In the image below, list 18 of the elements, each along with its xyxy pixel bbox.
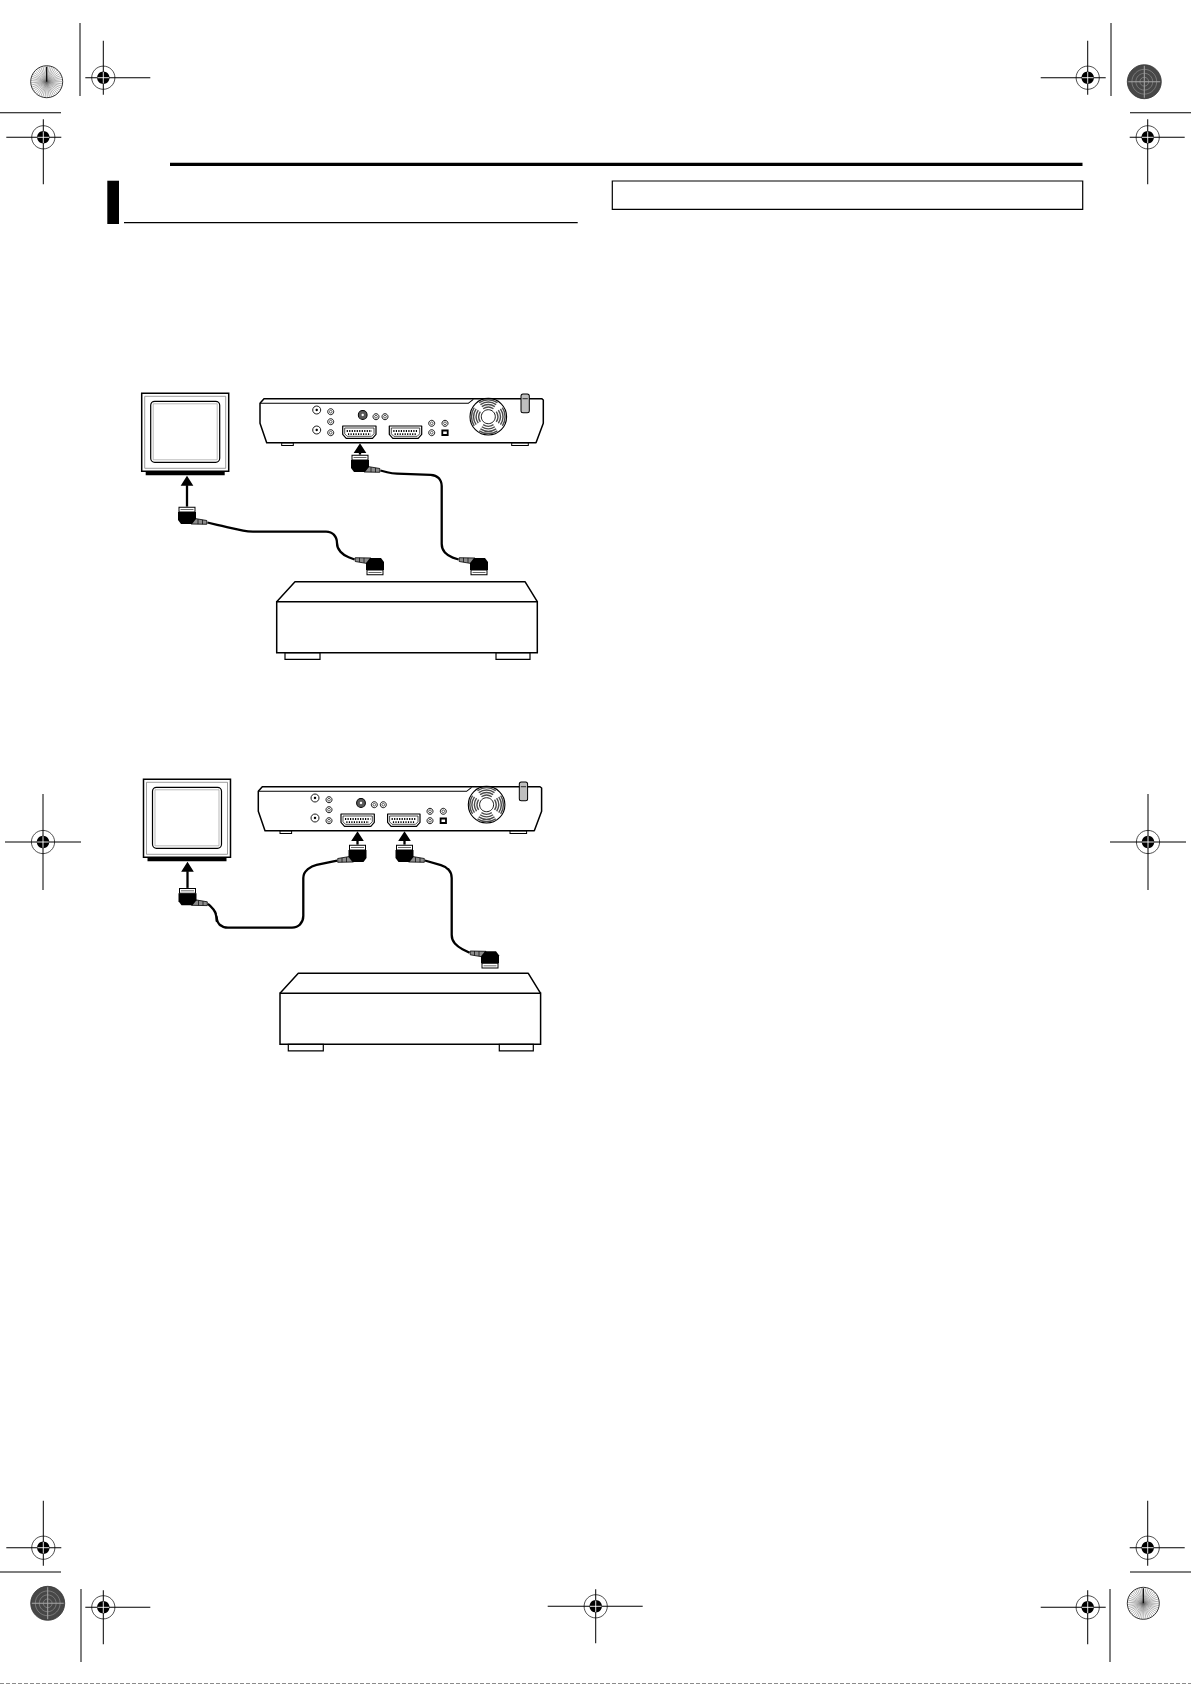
- scart-cable: [207, 521, 355, 561]
- scart-plug: [178, 506, 208, 525]
- scart-cable: [380, 469, 459, 561]
- television-drawing: [142, 778, 232, 862]
- scart-plug: [354, 557, 384, 576]
- device-box-drawing: [279, 972, 542, 1052]
- scart-plug: [469, 950, 499, 969]
- scart-cable: [207, 859, 338, 929]
- scart-plug: [351, 454, 381, 473]
- recorder-back-panel-drawing: [259, 393, 545, 446]
- scart-plug: [337, 844, 367, 863]
- scart-plug: [178, 888, 208, 906]
- television-drawing: [140, 392, 230, 476]
- scart-plug: [395, 844, 425, 863]
- scart-cable: [424, 859, 471, 954]
- recorder-back-panel-drawing: [257, 781, 543, 834]
- device-box-drawing: [275, 580, 539, 660]
- scart-plug: [458, 557, 488, 576]
